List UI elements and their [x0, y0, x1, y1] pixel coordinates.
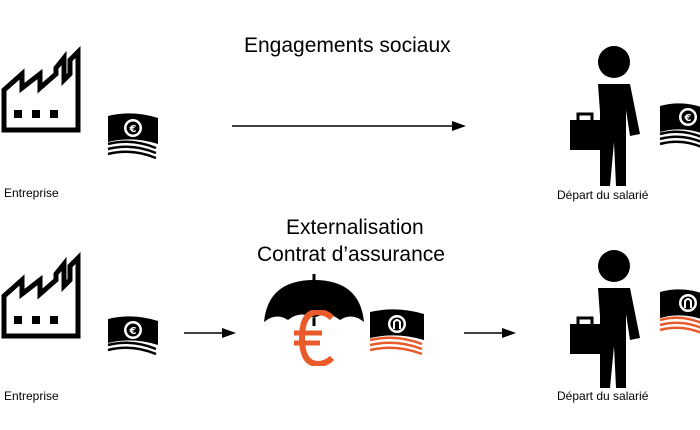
factory-icon — [1, 45, 81, 133]
factory-icon — [1, 251, 81, 339]
arrow-right-icon — [464, 328, 516, 338]
row1-target-label: Départ du salarié — [557, 188, 649, 202]
money-stack-icon: € — [107, 113, 158, 160]
arrow-right-icon — [184, 328, 236, 338]
row2-title-line2: Contrat d’assurance — [257, 243, 445, 266]
umbrella-icon — [264, 274, 364, 326]
euro-icon — [292, 308, 340, 368]
person-briefcase-icon — [570, 250, 640, 388]
money-stack-icon — [659, 289, 700, 334]
money-stack-icon — [369, 309, 424, 356]
row1-source-label: Entreprise — [4, 186, 59, 200]
arrow-right-icon — [232, 121, 466, 131]
svg-text:€: € — [129, 124, 137, 135]
person-briefcase-icon — [570, 46, 640, 186]
money-stack-icon: € — [659, 103, 700, 148]
money-stack-icon: € — [107, 316, 158, 356]
row2-title-line1: Externalisation — [286, 216, 424, 239]
row1-title: Engagements sociaux — [244, 34, 451, 57]
row2-target-label: Départ du salarié — [557, 389, 649, 403]
svg-text:€: € — [684, 113, 692, 124]
svg-text:€: € — [129, 326, 137, 337]
row2-source-label: Entreprise — [4, 389, 59, 403]
